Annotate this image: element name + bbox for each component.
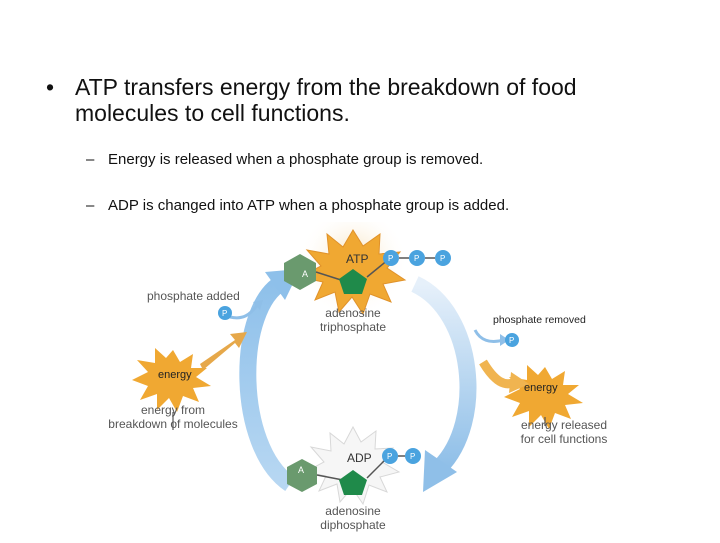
ribose-pentagon [339,269,367,294]
adp-phosphate-label: P [387,452,393,461]
atp-name: adenosine triphosphate [317,306,389,334]
atp-phosphate-label: P [440,254,446,263]
atp-adp-cycle-diagram: ATP A P P P adenosine triphosphate ADP A… [95,207,615,538]
adp-molecule [287,425,421,506]
adenine-hexagon [287,459,317,492]
phosphate-circle [382,448,398,464]
subpoint-dash: – [86,151,95,168]
phosphate-added-circle [218,306,232,320]
phosphate-circle [383,250,399,266]
energy-input-burst [132,300,263,430]
adp-name-line1: adenosine [325,504,381,518]
adenine-hexagon [284,254,316,290]
phosphate-circle [405,448,421,464]
energy-burst-left [132,348,211,412]
adp-adenine-label: A [298,465,305,475]
energy-release-label: energy [524,382,558,394]
phosphate-removed-circle [505,333,519,347]
adp-name: adenosine diphosphate [317,504,389,532]
energy-source-line1: energy from [140,403,206,417]
adp-phosphate-label: P [410,452,416,461]
energy-release-line2: for cell functions [520,432,608,446]
energy-release-burst [473,329,583,429]
energy-source-label: energy from breakdown of molecules [100,403,246,431]
atp-molecule [284,207,451,317]
cycle-arrow-right [410,276,477,492]
phosphate-added-p: P [222,309,228,318]
ribose-pentagon [339,470,367,495]
adp-label: ADP [347,451,372,465]
adp-name-line2: diphosphate [320,518,386,532]
subpoint-text: ADP is changed into ATP when a phosphate… [108,197,510,214]
energy-input-label: energy [158,369,192,381]
energy-source-line2: breakdown of molecules [108,417,238,431]
atp-label: ATP [346,252,369,266]
phosphate-removed-p: P [509,336,515,345]
main-bullet-text: ATP transfers energy from the breakdown … [75,74,577,126]
bullet-symbol: • [46,74,55,100]
atp-phosphate-label: P [388,254,394,263]
phosphate-circle [409,250,425,266]
atp-adenine-label: A [302,269,309,279]
cycle-arrow-left [239,269,300,492]
atp-name-line1: adenosine [325,306,381,320]
phosphate-removed-label: phosphate removed [493,314,586,326]
phosphate-circle [435,250,451,266]
energy-release-line1: energy released [520,418,608,432]
phosphate-added-label: phosphate added [147,289,240,303]
subpoint-dash: – [86,197,95,214]
cycle-diagram-svg [132,207,583,506]
atp-name-line2: triphosphate [319,320,387,334]
subpoint-text: Energy is released when a phosphate grou… [108,151,484,168]
atp-phosphate-label: P [414,254,420,263]
energy-release-caption: energy released for cell functions [514,418,614,446]
